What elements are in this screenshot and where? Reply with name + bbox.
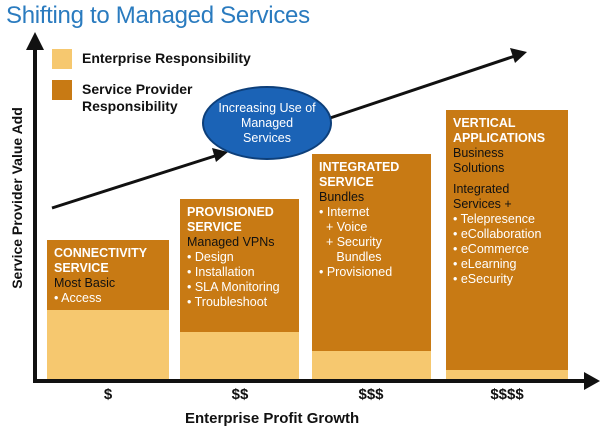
legend-swatch-provider bbox=[52, 80, 72, 100]
tier-item: • eSecurity bbox=[453, 272, 513, 286]
tier-item: • Installation bbox=[187, 265, 255, 279]
tier-item: • Troubleshoot bbox=[187, 295, 268, 309]
tier-item: • eCommerce bbox=[453, 242, 529, 256]
tier-item: • eLearning bbox=[453, 257, 517, 271]
tier-item: • SLA Monitoring bbox=[187, 280, 280, 294]
tier-subtitle-2: Integrated Services + bbox=[453, 182, 512, 211]
trend-arrow-upper bbox=[329, 54, 516, 120]
tier-heading: VERTICAL APPLICATIONS bbox=[453, 116, 546, 145]
tier-subtitle: Most Basic bbox=[54, 276, 116, 290]
price-label: $$$$ bbox=[490, 386, 524, 403]
tier-item: • Access bbox=[54, 291, 102, 305]
trend-arrow-lower bbox=[51, 153, 219, 210]
tier-bar-integrated: INTEGRATED SERVICE Bundles • Internet + … bbox=[312, 154, 431, 379]
tier-item: • Provisioned bbox=[319, 265, 393, 279]
price-label: $ bbox=[103, 386, 113, 403]
price-label: $$$ bbox=[358, 386, 384, 403]
legend-swatch-enterprise bbox=[52, 49, 72, 69]
trend-arrowhead-upper bbox=[510, 48, 527, 63]
tier-heading: CONNECTIVITY SERVICE bbox=[54, 246, 148, 275]
x-axis-label: Enterprise Profit Growth bbox=[185, 410, 360, 427]
tier-heading: PROVISIONED SERVICE bbox=[187, 205, 274, 234]
managed-services-callout: Increasing Use of Managed Services bbox=[202, 86, 332, 160]
tier-subtitle: Managed VPNs bbox=[187, 235, 275, 249]
tier-item: • eCollaboration bbox=[453, 227, 542, 241]
tier-item: + Voice bbox=[319, 220, 368, 234]
tier-item: • Design bbox=[187, 250, 234, 264]
tier-subtitle: Bundles bbox=[319, 190, 365, 204]
tier-item: + Security bbox=[319, 235, 382, 249]
tier-heading: INTEGRATED SERVICE bbox=[319, 160, 400, 189]
callout-text: Increasing Use of Managed Services bbox=[218, 100, 316, 145]
x-axis-arrowhead bbox=[584, 372, 600, 390]
legend-label-provider: Service Provider Responsibility bbox=[82, 81, 193, 114]
y-axis bbox=[33, 48, 37, 382]
tier-item: • Internet bbox=[319, 205, 370, 219]
y-axis-arrowhead bbox=[26, 32, 44, 50]
tier-bar-provisioned: PROVISIONED SERVICE Managed VPNs • Desig… bbox=[180, 199, 299, 379]
page-title: Shifting to Managed Services bbox=[6, 2, 310, 29]
tier-bar-vertical: VERTICAL APPLICATIONS Business Solutions… bbox=[446, 110, 568, 379]
price-label: $$ bbox=[231, 386, 249, 403]
tier-item: • Telepresence bbox=[453, 212, 535, 226]
legend-label-enterprise: Enterprise Responsibility bbox=[82, 50, 251, 66]
tier-subtitle: Business Solutions bbox=[453, 146, 505, 175]
trend-arrowhead-lower bbox=[212, 148, 228, 162]
x-axis bbox=[33, 379, 588, 383]
tier-bar-connectivity: CONNECTIVITY SERVICE Most Basic • Access bbox=[47, 240, 169, 379]
tier-item: Bundles bbox=[319, 250, 382, 264]
